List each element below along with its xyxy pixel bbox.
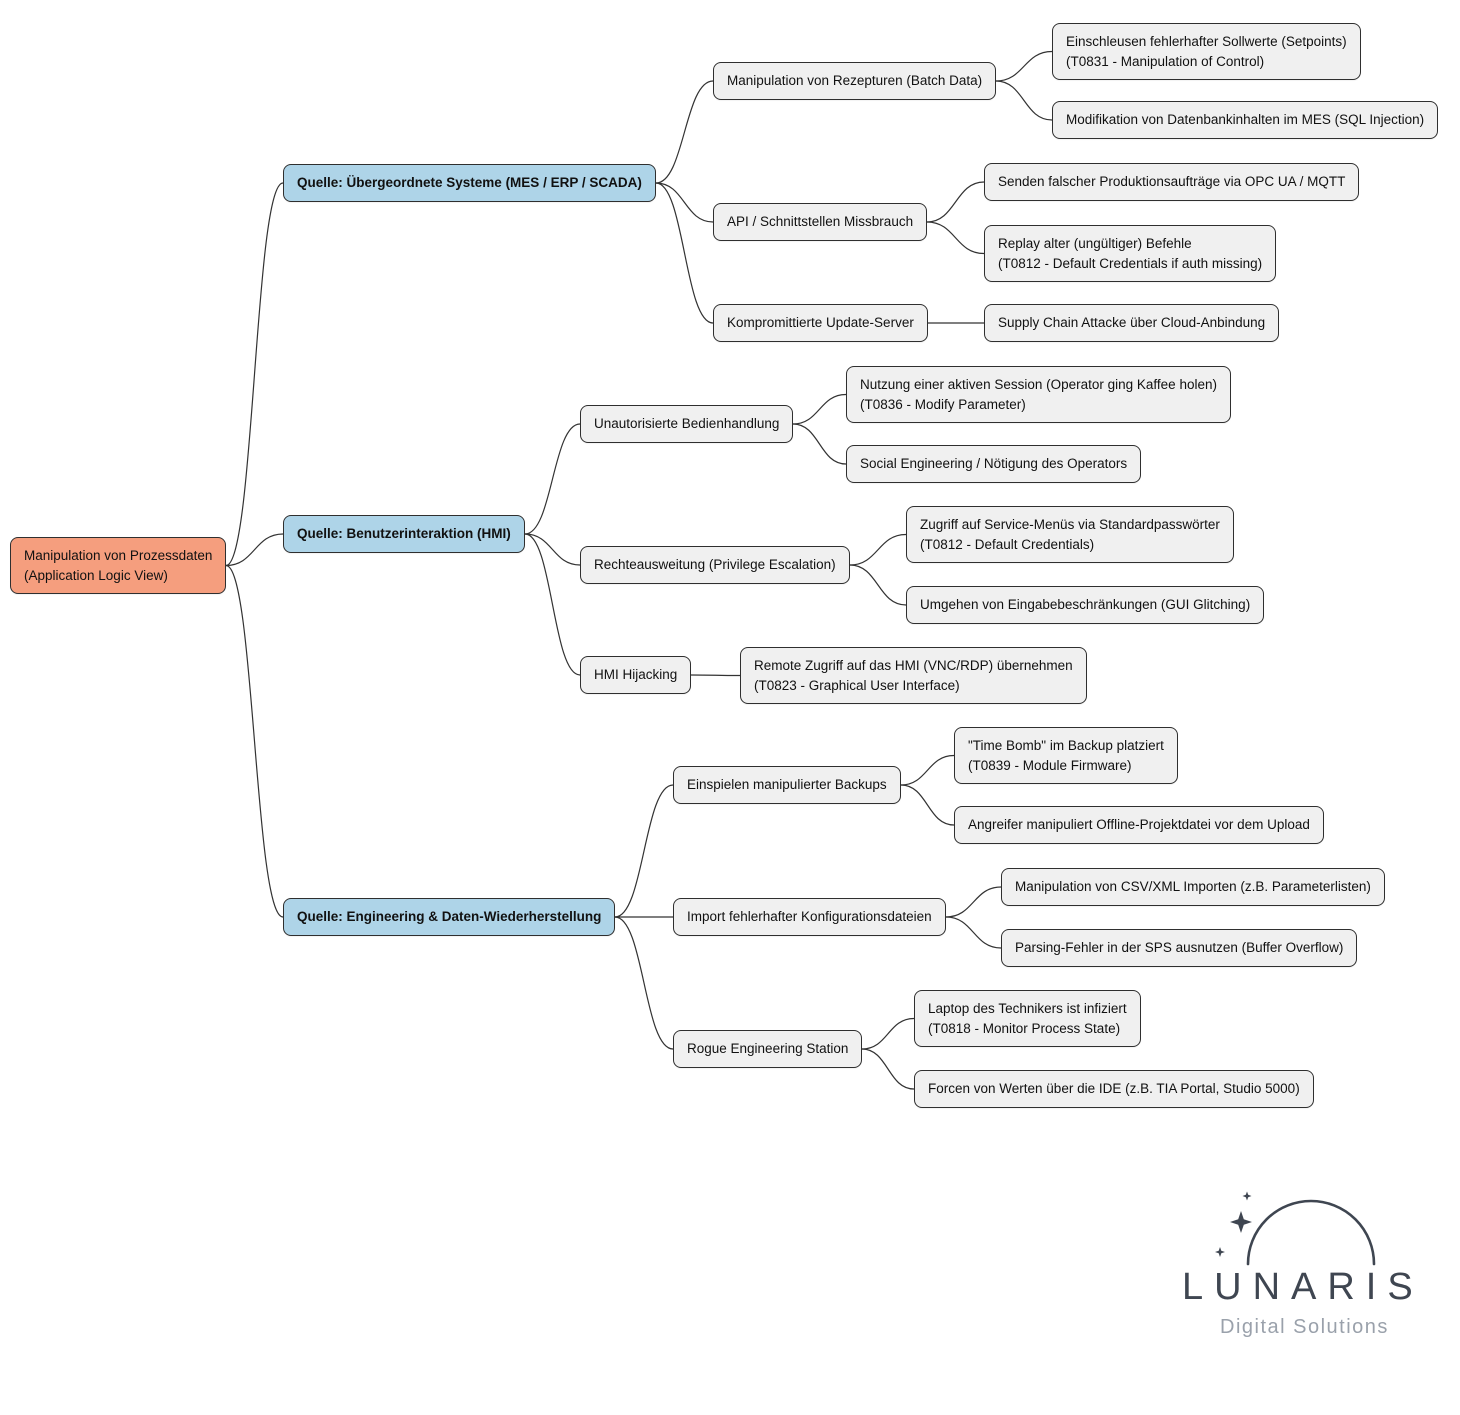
connector-line [690,674,741,677]
node-rechteausweitung: Rechteausweitung (Privilege Escalation) [580,546,850,584]
brand-text: LUNARIS [1182,1266,1424,1308]
node-quelle-engineering-wiederherstellung: Quelle: Engineering & Daten-Wiederherste… [283,898,616,936]
sparkle-icon [1215,1247,1225,1257]
node-parsing-fehler-sps: Parsing-Fehler in der SPS ausnutzen (Buf… [1001,929,1358,967]
moon-crescent-icon [1215,1191,1376,1266]
lunaris-logo: LUNARIS Digital Solutions [1168,1180,1460,1366]
node-unautorisierte-bedienhandlung: Unautorisierte Bedienhandlung [580,405,794,443]
connector-line [614,784,674,918]
node-replay-befehle: Replay alter (ungültiger) Befehle (T0812… [984,225,1277,283]
connector-line [524,533,581,566]
node-quelle-uebergeordnete-systeme: Quelle: Übergeordnete Systeme (MES / ERP… [283,164,656,202]
node-offline-projektdatei: Angreifer manipuliert Offline-Projektdat… [954,806,1324,844]
connector-line [655,182,714,223]
node-rogue-engineering-station: Rogue Engineering Station [673,1030,863,1068]
node-supply-chain-attacke: Supply Chain Attacke über Cloud-Anbindun… [984,304,1280,342]
node-einspielen-backups: Einspielen manipulierter Backups [673,766,901,804]
node-import-konfigurationsdateien: Import fehlerhafter Konfigurationsdateie… [673,898,946,936]
connector-line [926,181,985,223]
connector-line [655,182,714,324]
connector-line [926,221,985,255]
node-einschleusen-sollwerte: Einschleusen fehlerhafter Sollwerte (Set… [1052,23,1361,81]
connector-line [524,533,581,676]
node-gui-glitching: Umgehen von Eingabebeschränkungen (GUI G… [906,586,1265,624]
node-social-engineering: Social Engineering / Nötigung des Operat… [846,445,1142,483]
node-time-bomb-backup: "Time Bomb" im Backup platziert (T0839 -… [954,727,1178,785]
node-manipulation-rezepturen: Manipulation von Rezepturen (Batch Data) [713,62,997,100]
connector-line [995,80,1053,121]
connector-line [945,916,1002,949]
node-kompromittierte-update-server: Kompromittierte Update-Server [713,304,928,342]
node-hmi-hijacking: HMI Hijacking [580,656,692,694]
connector-line [900,754,955,786]
tagline-text: Digital Solutions [1220,1316,1389,1338]
connector-line [861,1017,915,1050]
connector-line [900,784,955,826]
connector-line [792,393,847,425]
node-falsche-produktionsauftraege: Senden falscher Produktionsaufträge via … [984,163,1360,201]
connector-line [849,564,907,606]
connector-line [995,50,1053,82]
connector-line [792,423,847,465]
connector-line [945,886,1002,918]
connector-line [225,182,284,567]
node-service-menues-standardpasswoerter: Zugriff auf Service-Menüs via Standardpa… [906,506,1234,564]
connector-line [861,1048,915,1090]
connector-line [225,533,284,567]
node-forcen-werte-ide: Forcen von Werten über die IDE (z.B. TIA… [914,1070,1314,1108]
connector-line [849,533,907,566]
node-csv-xml-importe: Manipulation von CSV/XML Importen (z.B. … [1001,868,1385,906]
connector-line [225,564,284,918]
node-laptop-infiziert: Laptop des Technikers ist infiziert (T08… [914,990,1141,1048]
crescent-arc [1246,1199,1376,1266]
node-remote-zugriff-hmi: Remote Zugriff auf das HMI (VNC/RDP) übe… [740,647,1087,705]
node-modifikation-datenbank-mes: Modifikation von Datenbankinhalten im ME… [1052,101,1439,139]
connector-line [614,916,674,1050]
node-quelle-benutzerinteraktion-hmi: Quelle: Benutzerinteraktion (HMI) [283,515,525,553]
node-root: Manipulation von Prozessdaten (Applicati… [10,537,227,595]
connector-line [655,80,714,184]
sparkle-icon [1230,1211,1252,1233]
connector-line [524,423,581,535]
sparkle-icon [1242,1191,1252,1201]
node-aktive-session: Nutzung einer aktiven Session (Operator … [846,366,1231,424]
node-api-schnittstellen-missbrauch: API / Schnittstellen Missbrauch [713,203,928,241]
